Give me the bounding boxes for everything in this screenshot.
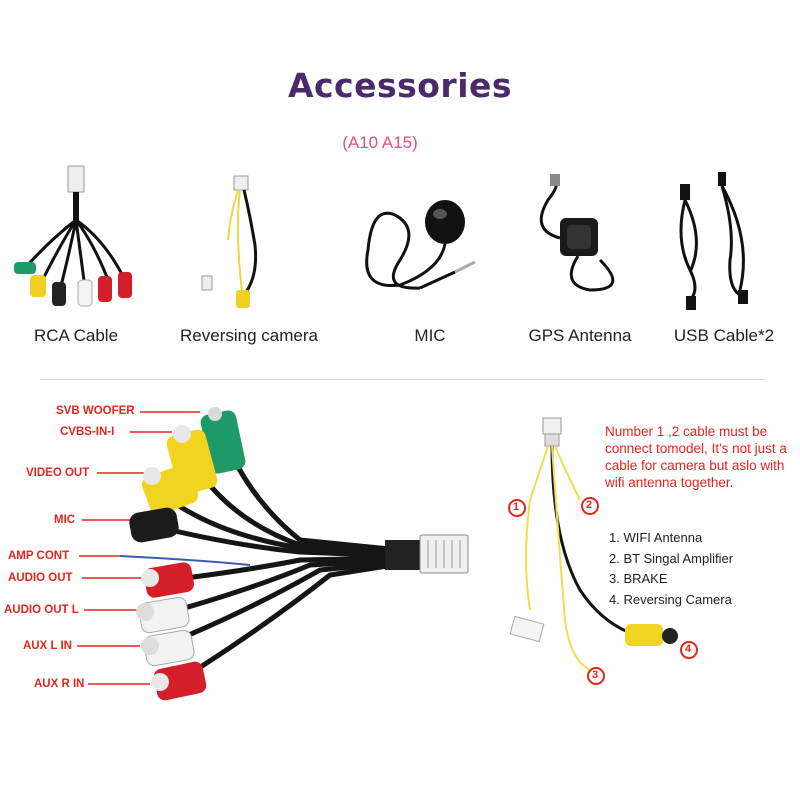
microphone-icon: [365, 200, 476, 290]
pin-label-audio-out: AUDIO OUT: [8, 572, 73, 584]
accessory-label-usb-cable: USB Cable*2: [673, 326, 775, 345]
legend-item-camera: 4. Reversing Camera: [609, 591, 732, 607]
section-divider: [40, 379, 765, 380]
camera-cable-legend: 1. WIFI Antenna 2. BT Singal Amplifier 3…: [609, 528, 733, 610]
reversing-camera-cable-icon: [201, 175, 258, 308]
camera-cable-note: Number 1 ,2 cable must be connect tomode…: [605, 424, 787, 490]
accessory-label-gps-antenna: GPS Antenna: [528, 326, 632, 345]
accessory-label-mic: MIC: [414, 326, 446, 345]
pin-label-cvbs-in: CVBS-IN-I: [60, 426, 115, 438]
pin-label-aux-l-in: AUX L IN: [23, 640, 72, 652]
marker-4: 4: [685, 643, 692, 655]
legend-item-bt: 2. BT Singal Amplifier: [609, 550, 734, 566]
marker-3: 3: [592, 669, 599, 681]
page-title: Accessories: [287, 66, 513, 105]
pin-label-svb-woofer: SVB WOOFER: [56, 405, 135, 417]
legend-item-brake: 3. BRAKE: [609, 571, 668, 586]
pin-label-mic: MIC: [54, 514, 76, 526]
legend-item-wifi: 1. WIFI Antenna: [609, 530, 703, 545]
pin-label-aux-r-in: AUX R IN: [34, 678, 85, 690]
marker-2: 2: [586, 499, 593, 511]
pin-label-amp-cont: AMP CONT: [8, 550, 70, 562]
marker-1: 1: [513, 501, 520, 513]
usb-cables-icon: [679, 172, 748, 310]
gps-antenna-icon: [539, 174, 615, 292]
rca-harness-icon: [14, 165, 132, 307]
accessory-label-rca-cable: RCA Cable: [33, 326, 119, 345]
page-subtitle: (A10 A15): [342, 133, 418, 152]
accessory-label-reversing-camera: Reversing camera: [180, 326, 318, 345]
rca-harness-detail: [77, 407, 469, 701]
camera-cable-detail: [508, 417, 698, 685]
pin-label-video-out: VIDEO OUT: [26, 467, 90, 479]
pin-label-audio-out-l: AUDIO OUT L: [4, 604, 79, 616]
